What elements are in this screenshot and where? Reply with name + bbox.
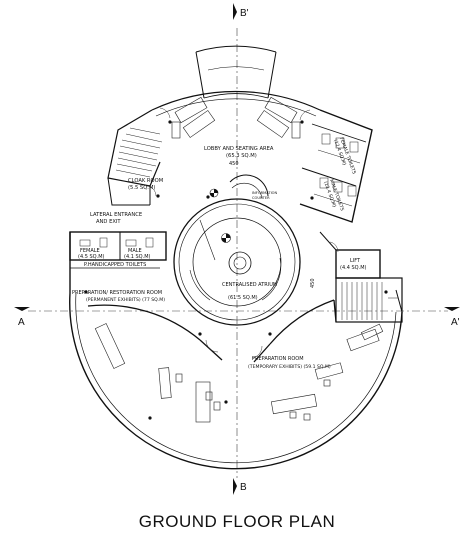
room-label-prep-room: PREPARATION ROOM: [252, 356, 304, 362]
room-area-lobby: (65.3 SQ.M): [226, 153, 257, 159]
room-area-male: (4.1 SQ.M): [124, 254, 151, 260]
outer-walls: [69, 45, 403, 470]
section-label-left: A: [18, 317, 25, 328]
room-area-information: COUNTER: [252, 196, 270, 200]
right-toilet-fixtures: [313, 133, 361, 207]
room-label-lateral: LATERAL ENTRANCE: [90, 212, 142, 218]
room-label-handicapped: P.HANDICAPPED TOILETS: [84, 262, 146, 268]
room-label-information: INFORMATION: [252, 191, 278, 195]
atrium: [173, 174, 301, 326]
column-markers: [84, 120, 388, 420]
room-area-cloak: (5.5 SQ.M): [128, 185, 155, 191]
room-area-atrium: (61.5 SQ.M): [228, 295, 258, 301]
room-label-female: FEMALE: [80, 248, 100, 254]
room-area-lateral: AND EXIT: [96, 219, 121, 225]
room-label-male: MALE: [128, 248, 142, 254]
room-label-lift: LIFT: [350, 258, 361, 264]
room-label-prep-restoration: PREPARATION/ RESTORATION ROOM: [72, 290, 162, 296]
room-area-lift: (4.4 SQ.M): [340, 265, 367, 271]
section-lines: [28, 28, 448, 478]
room-area-prep-room: (TEMPORARY EXHIBITS) (59.1 SQ.M): [248, 364, 331, 370]
door-swings: [145, 107, 339, 359]
dimension-label-right: 450: [310, 278, 316, 288]
level-markers: [209, 188, 231, 243]
room-label-cloak: CLOAK ROOM: [128, 178, 163, 184]
room-area-prep-restoration: (PERMANENT EXHIBITS) (77 SQ.M): [86, 297, 165, 303]
room-area-female: (4.5 SQ.M): [78, 254, 105, 260]
section-label-top: B': [240, 8, 249, 19]
section-label-bottom: B: [240, 482, 247, 493]
room-label-lobby: LOBBY AND SEATING AREA: [204, 146, 274, 152]
dimension-label-top: 450: [229, 161, 239, 167]
room-labels: LOBBY AND SEATING AREA (65.3 SQ.M) CLOAK…: [72, 137, 367, 370]
exhibit-furniture: [94, 323, 384, 423]
left-toilet-fixtures: [79, 237, 154, 248]
section-label-right: A': [451, 317, 460, 328]
interior-walls: [87, 299, 337, 363]
section-marker-left: A: [14, 307, 30, 328]
right-stair: [341, 282, 398, 320]
room-label-atrium: CENTRALISED ATRIUM: [222, 282, 277, 288]
left-stair: [115, 127, 163, 178]
lobby-seating: [171, 96, 301, 139]
section-marker-top: B': [233, 3, 249, 20]
drawing-title: GROUND FLOOR PLAN: [139, 512, 335, 531]
section-marker-right: A': [444, 307, 460, 328]
section-marker-bottom: B: [233, 478, 247, 495]
